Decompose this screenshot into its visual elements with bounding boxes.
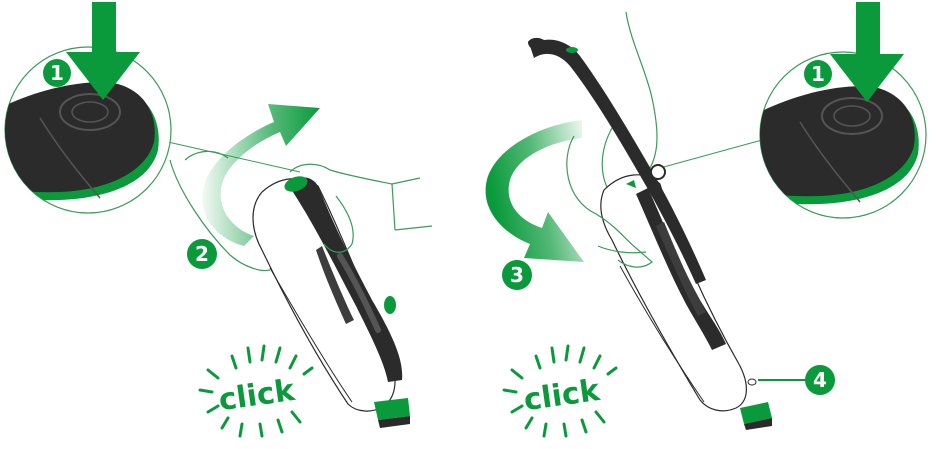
step-1-badge: 1 xyxy=(43,59,71,87)
power-button xyxy=(384,296,396,314)
right-panel: 1 3 4 xyxy=(486,2,926,436)
vacuum-body xyxy=(601,175,747,411)
left-panel: 1 2 click xyxy=(0,2,432,436)
click-label: click xyxy=(217,373,298,418)
release-button xyxy=(651,165,665,179)
svg-text:3: 3 xyxy=(510,263,524,287)
rotate-arrow-icon xyxy=(486,120,584,262)
step-1-badge: 1 xyxy=(804,60,832,88)
vacuum-release-port xyxy=(748,379,756,385)
svg-text:1: 1 xyxy=(811,62,825,86)
svg-text:4: 4 xyxy=(813,368,827,392)
step-3-badge: 3 xyxy=(502,260,532,290)
click-label: click xyxy=(522,373,603,418)
click-sound-indicator: click xyxy=(200,346,312,436)
step-4-badge: 4 xyxy=(805,365,835,395)
svg-text:2: 2 xyxy=(195,242,209,266)
magnifier-detail xyxy=(760,52,926,218)
magnifier-connector-line xyxy=(660,140,762,168)
click-sound-indicator: click xyxy=(504,346,616,436)
step-2-badge: 2 xyxy=(187,239,217,269)
svg-text:1: 1 xyxy=(50,61,64,85)
